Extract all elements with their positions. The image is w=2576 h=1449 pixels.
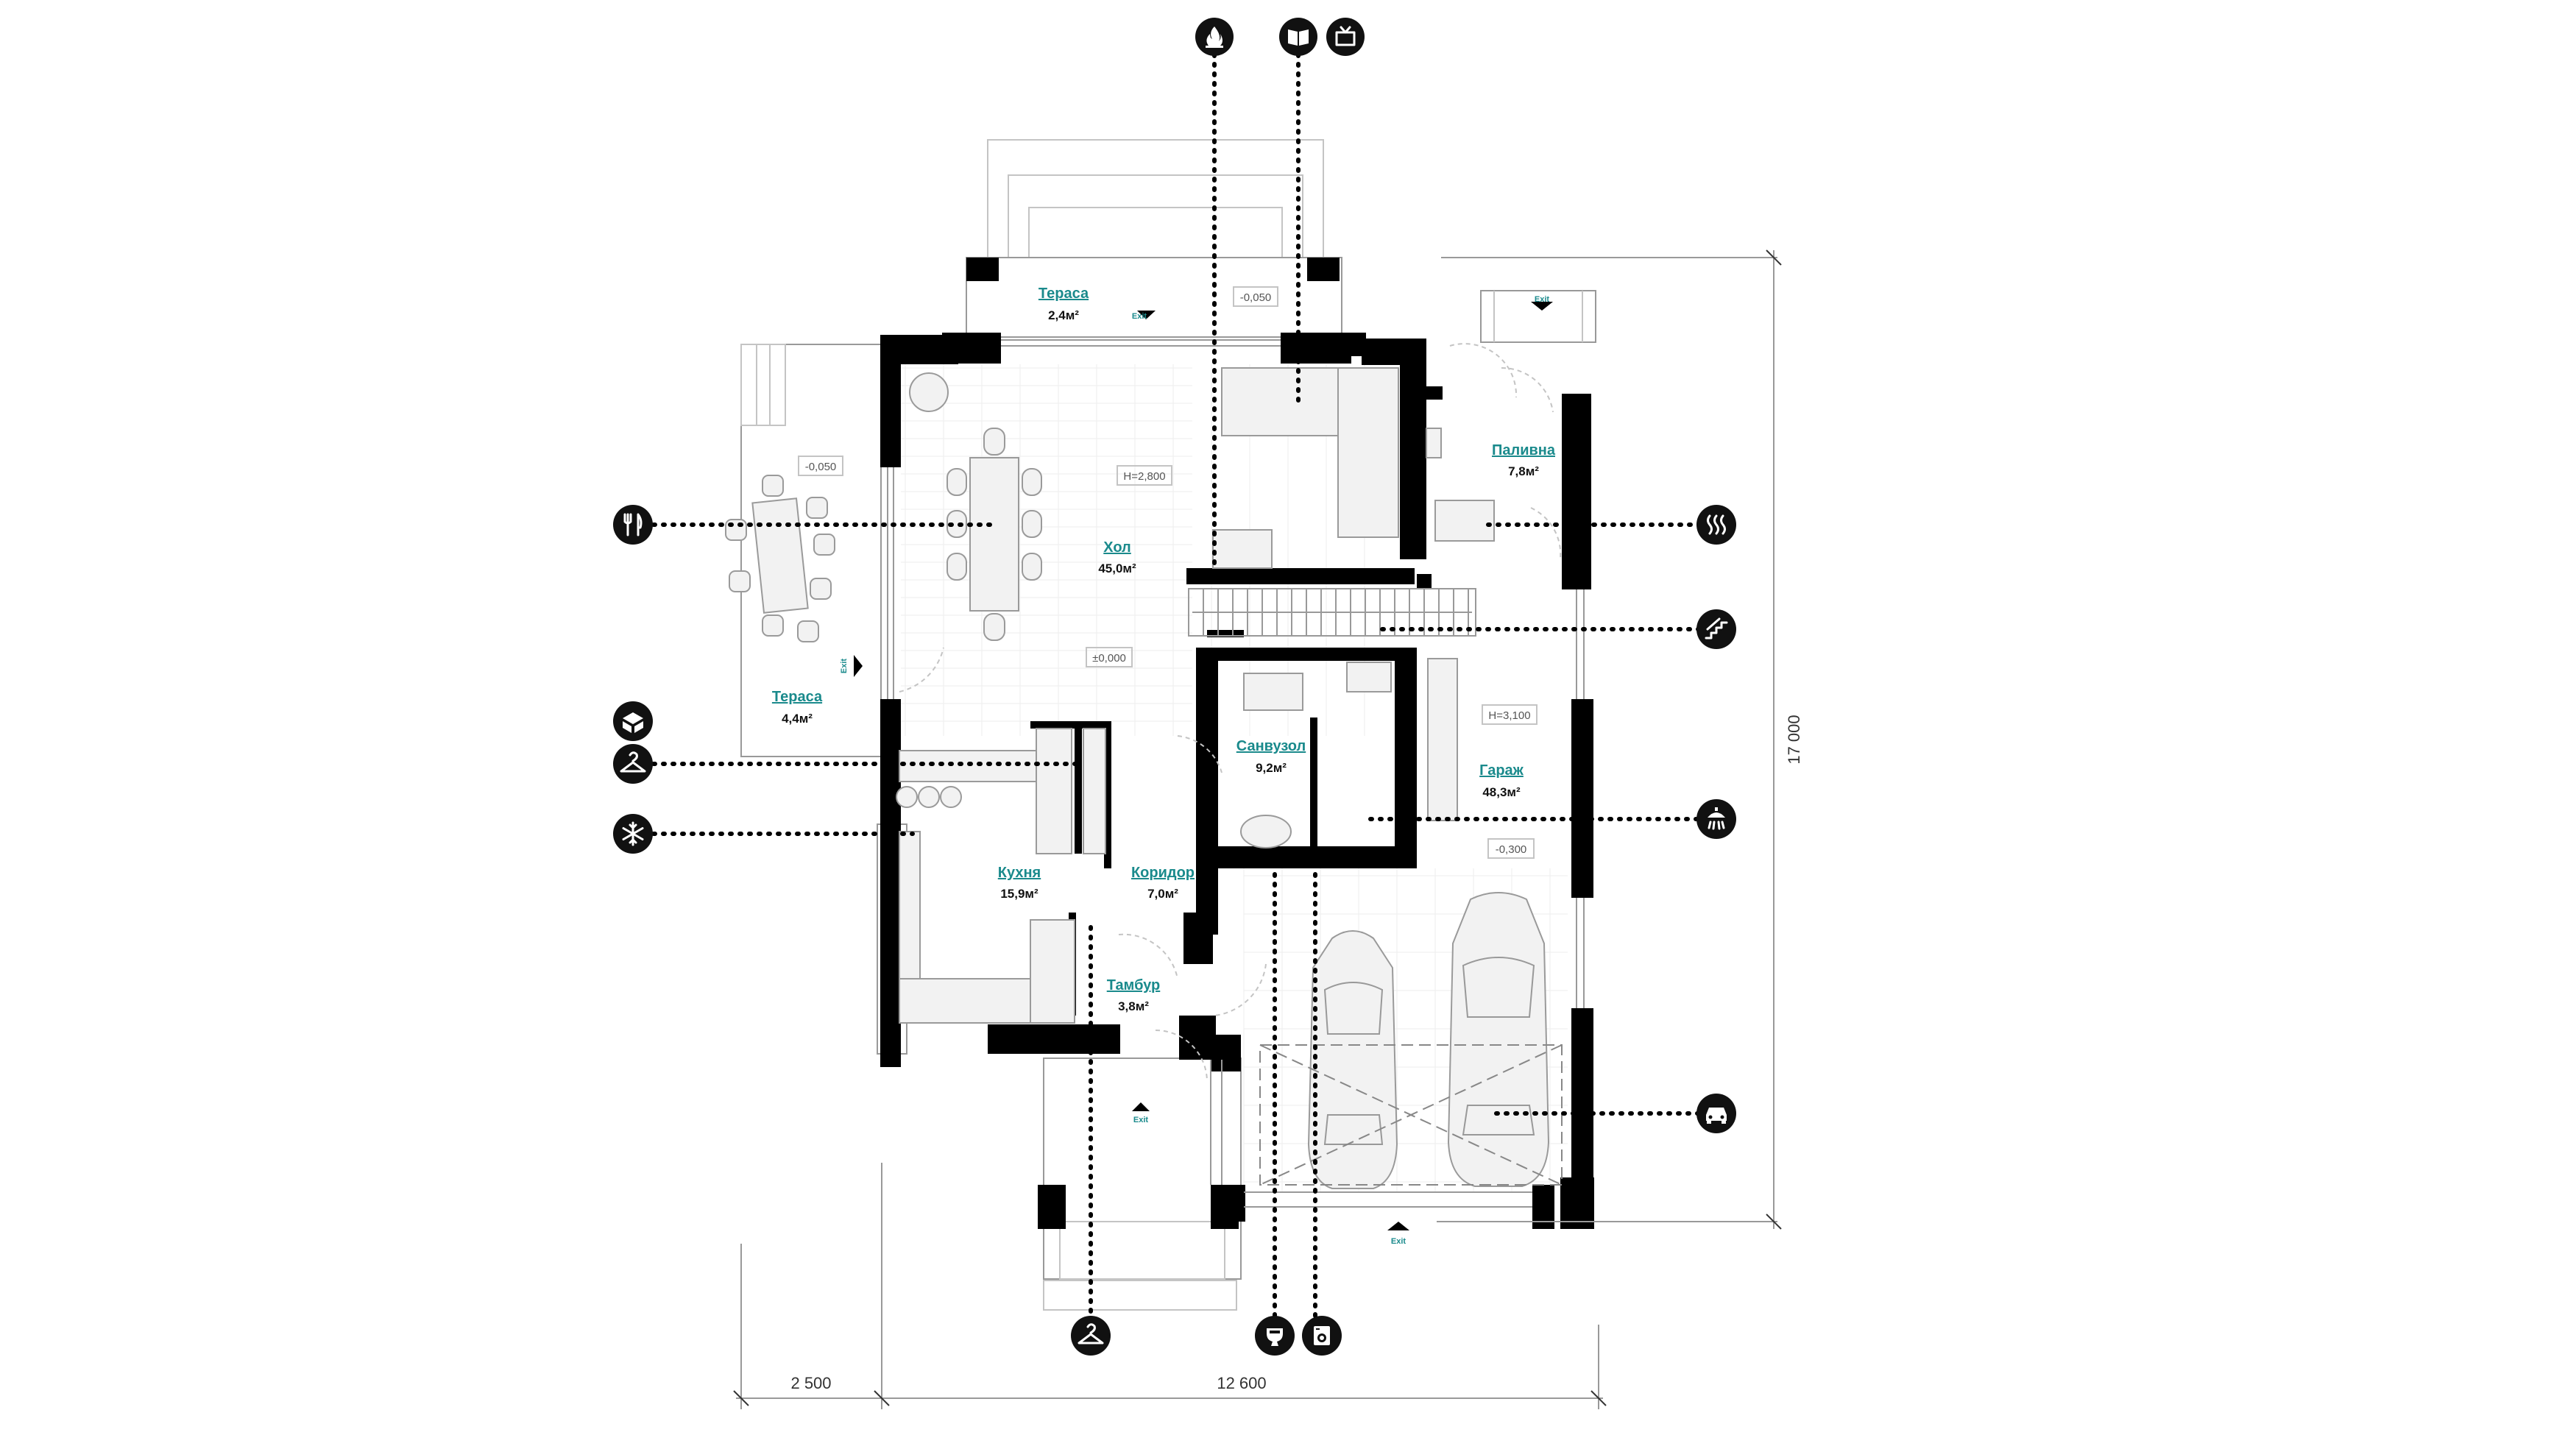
heating-icon — [1696, 505, 1736, 545]
room-name-vestibule: Тамбур — [1107, 977, 1161, 993]
level-terrace-top: -0,050 — [1240, 291, 1272, 304]
toilet-icon — [1255, 1316, 1295, 1356]
room-area-bathroom: 9,2м² — [1256, 761, 1287, 775]
shower-icon — [1696, 799, 1736, 839]
exit-arrow-entry — [1132, 1102, 1150, 1111]
car-icon — [1696, 1094, 1736, 1133]
room-area-boiler: 7,8м² — [1508, 464, 1539, 478]
room-labels: Тераса 2,4м² Хол 45,0м² Паливна 7,8м² Те… — [772, 286, 1556, 1013]
room-name-hall: Хол — [1103, 539, 1131, 556]
dining-icon — [613, 505, 653, 545]
room-area-terrace-top: 2,4м² — [1048, 308, 1079, 322]
level-garage-floor: -0,300 — [1496, 843, 1527, 856]
exit-arrow-left — [854, 655, 863, 677]
exit-markers: Exit Exit Exit Exit Exit — [840, 295, 1553, 1246]
dim-width-left: 2 500 — [790, 1374, 831, 1392]
doors — [899, 343, 1562, 1083]
stairs-icon — [1696, 609, 1736, 649]
dim-width-main: 12 600 — [1217, 1374, 1266, 1392]
room-area-corridor: 7,0м² — [1147, 887, 1178, 901]
exit-arrow-top — [1137, 311, 1156, 319]
room-area-terrace-left: 4,4м² — [782, 712, 813, 726]
room-name-garage: Гараж — [1479, 762, 1524, 779]
exit-label-entry: Exit — [1133, 1116, 1149, 1124]
room-area-garage: 48,3м² — [1482, 785, 1521, 799]
exit-label-garage: Exit — [1391, 1237, 1406, 1246]
cars — [1259, 892, 1563, 1189]
leader-lines — [651, 52, 1708, 1319]
exit-label-left: Exit — [840, 659, 849, 674]
dim-height: 17 000 — [1785, 715, 1803, 764]
box-icon — [613, 701, 653, 741]
room-area-kitchen: 15,9м² — [1000, 887, 1038, 901]
room-name-kitchen: Кухня — [998, 865, 1041, 881]
snowflake-icon — [613, 814, 653, 854]
level-tags: -0,050 -0,050 H=2,800 ±0,000 H=3,100 -0,… — [798, 286, 1538, 859]
level-garage-height: H=3,100 — [1488, 709, 1530, 722]
room-area-hall: 45,0м² — [1098, 561, 1136, 575]
level-terrace-left: -0,050 — [805, 461, 837, 473]
fireplace-icon — [1195, 18, 1234, 56]
level-hall-floor: ±0,000 — [1092, 652, 1126, 665]
room-name-bathroom: Санвузол — [1236, 738, 1306, 754]
room-name-corridor: Коридор — [1131, 865, 1195, 881]
hanger-icon — [1071, 1316, 1111, 1356]
room-name-terrace-left: Тераса — [772, 689, 823, 705]
walls — [880, 258, 1594, 1229]
level-hall-height: H=2,800 — [1123, 470, 1165, 483]
book-icon — [1279, 18, 1317, 56]
exit-label-topright: Exit — [1535, 295, 1550, 304]
room-name-terrace-top: Тераса — [1038, 286, 1089, 302]
exit-arrow-garage — [1387, 1222, 1409, 1230]
room-area-vestibule: 3,8м² — [1118, 999, 1149, 1013]
room-name-boiler: Паливна — [1492, 442, 1556, 458]
tv-icon — [1326, 18, 1365, 56]
dimensions: 17 000 2 500 12 600 — [733, 249, 1803, 1409]
exit-label-top: Exit — [1132, 312, 1147, 321]
furniture — [725, 367, 1495, 1024]
hanger-icon — [613, 744, 653, 784]
icons — [613, 18, 1736, 1356]
washer-icon — [1302, 1316, 1342, 1356]
exit-arrow-topright — [1531, 302, 1553, 311]
